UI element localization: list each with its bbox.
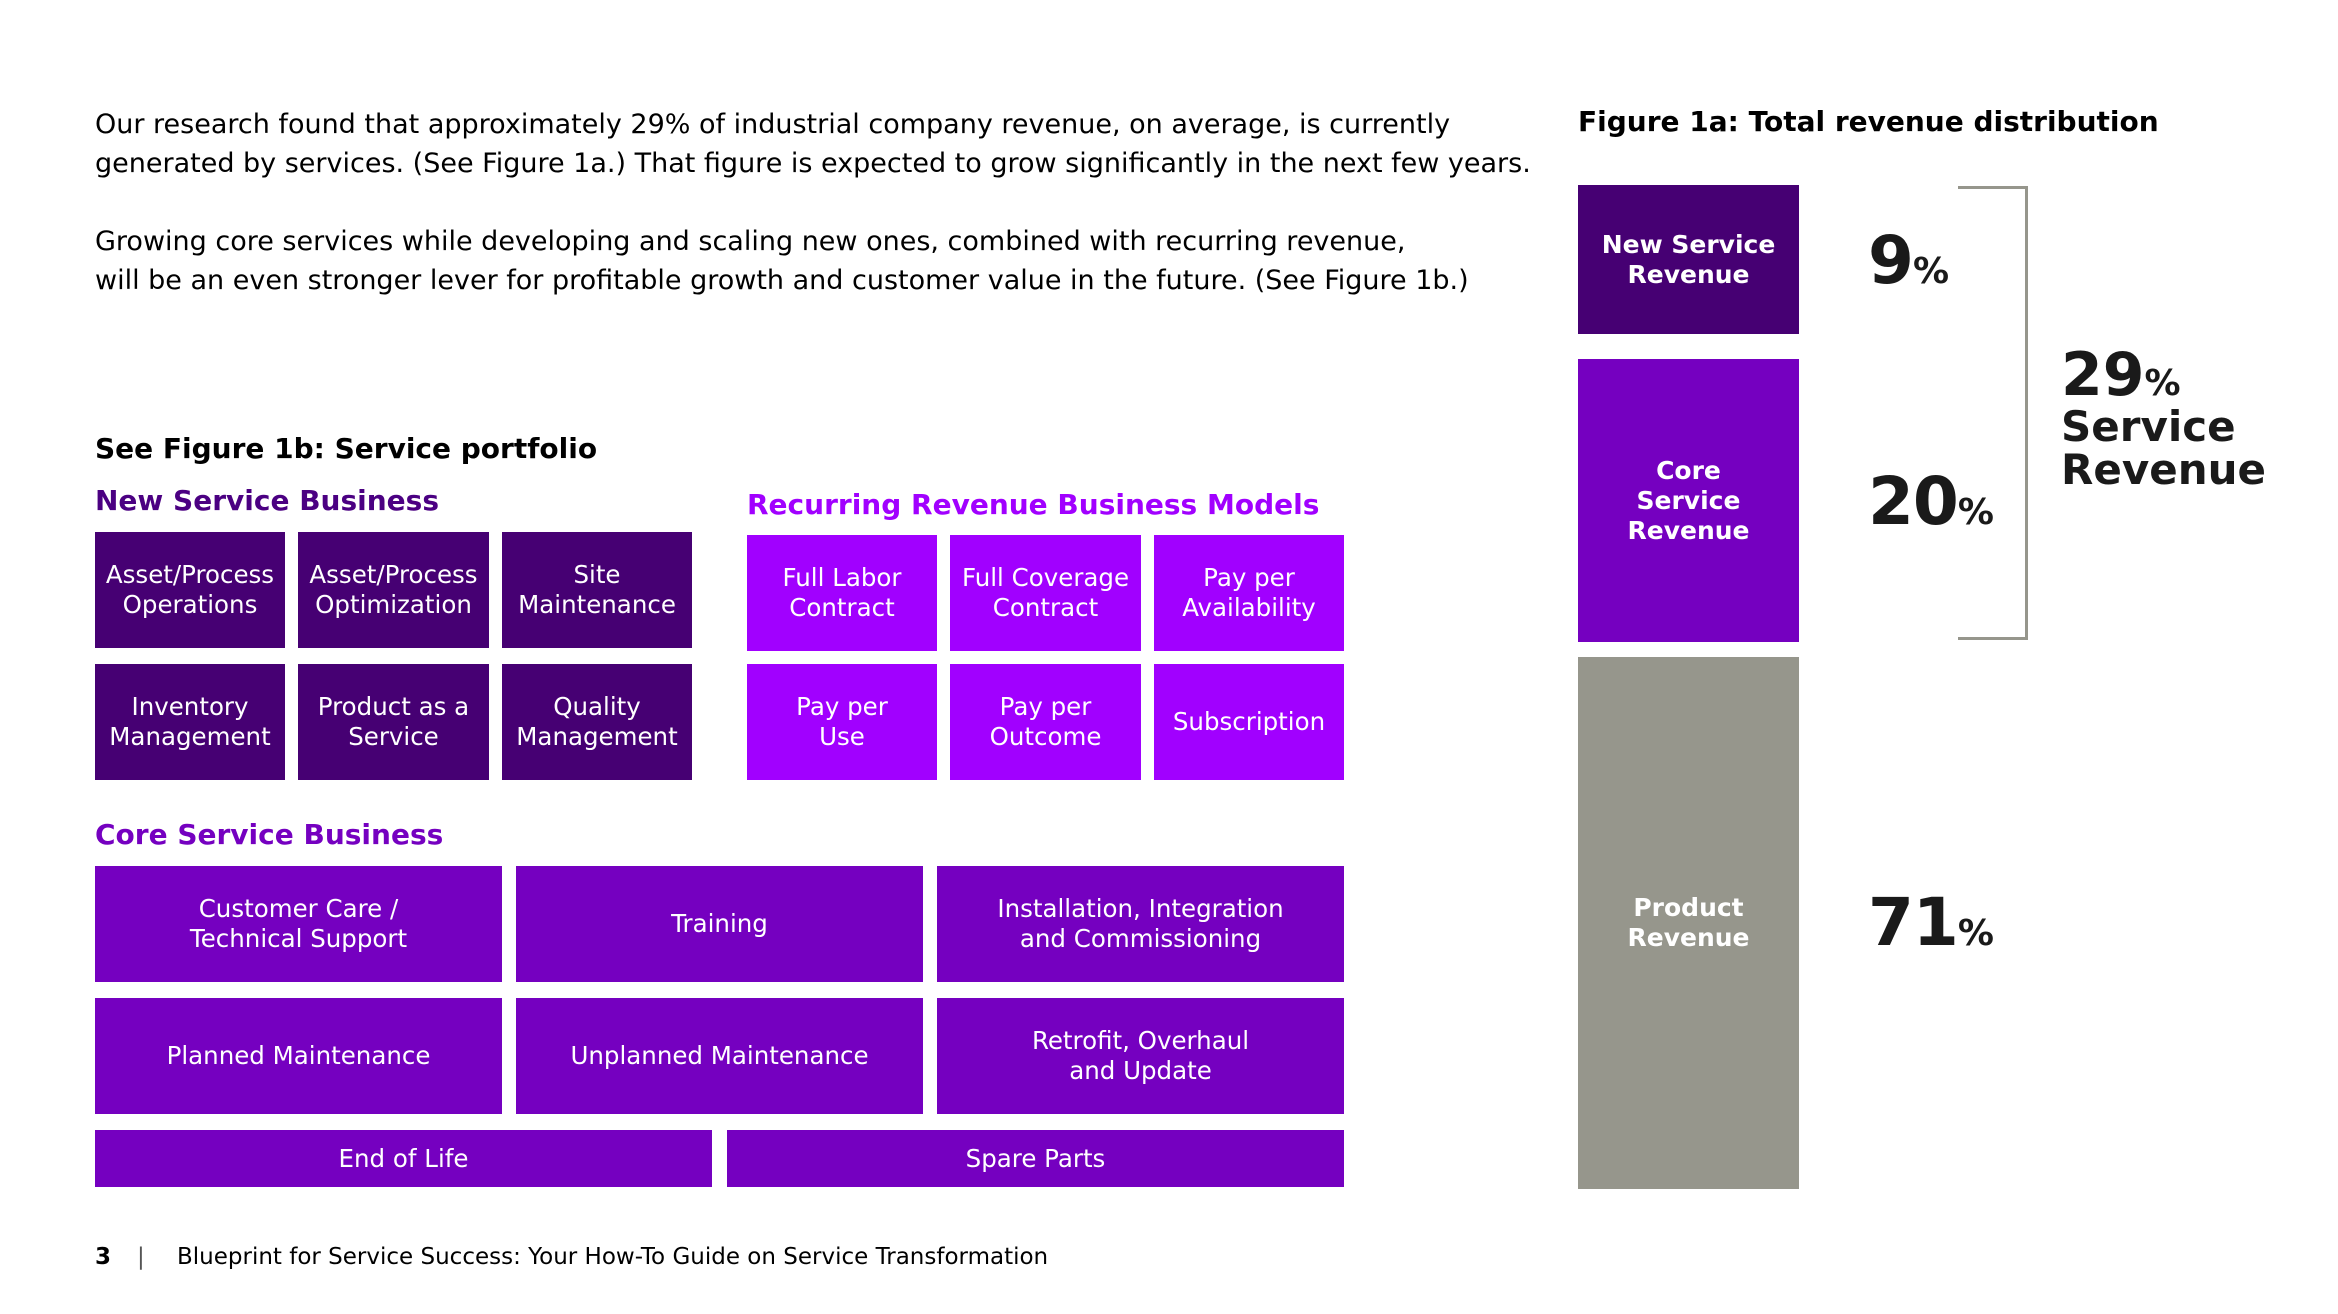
- tile-asset-process-operations: Asset/Process Operations: [95, 532, 285, 648]
- pct-core-service: 20%: [1868, 469, 1994, 535]
- service-revenue-pct-symbol: %: [2144, 363, 2181, 404]
- pct-new-service-symbol: %: [1912, 251, 1950, 292]
- intro-p2-line2: will be an even stronger lever for profi…: [95, 265, 1469, 296]
- bar-segment-new-service-revenue: New Service Revenue: [1578, 185, 1799, 334]
- tile-pay-per-outcome: Pay per Outcome: [950, 664, 1141, 780]
- figure-1b-title: See Figure 1b: Service portfolio: [95, 432, 598, 465]
- tile-inventory-management: Inventory Management: [95, 664, 285, 780]
- pct-new-service-value: 9: [1868, 222, 1914, 299]
- tile-unplanned-maintenance: Unplanned Maintenance: [516, 998, 923, 1114]
- pct-core-service-value: 20: [1868, 463, 1959, 540]
- intro-p1-line2: generated by services. (See Figure 1a.) …: [95, 148, 1531, 179]
- recurring-revenue-title: Recurring Revenue Business Models: [747, 488, 1320, 521]
- tile-quality-management: Quality Management: [502, 664, 692, 780]
- tile-end-of-life: End of Life: [95, 1130, 712, 1187]
- pct-product-symbol: %: [1957, 913, 1994, 954]
- footer-text: Blueprint for Service Success: Your How-…: [177, 1244, 1049, 1270]
- service-revenue-pct: 29%: [2061, 345, 2266, 405]
- tile-planned-maintenance: Planned Maintenance: [95, 998, 502, 1114]
- tile-training: Training: [516, 866, 923, 982]
- tile-full-coverage-contract: Full Coverage Contract: [950, 535, 1141, 651]
- tile-customer-care-technical-support: Customer Care / Technical Support: [95, 866, 502, 982]
- intro-paragraph-1: Our research found that approximately 29…: [95, 105, 1531, 183]
- new-service-business-title: New Service Business: [95, 484, 439, 517]
- pct-new-service: 9%: [1868, 228, 1949, 294]
- pct-product-value: 71: [1868, 884, 1959, 961]
- tile-full-labor-contract: Full Labor Contract: [747, 535, 937, 651]
- service-revenue-total: 29% Service Revenue: [2061, 345, 2266, 491]
- intro-paragraph-2: Growing core services while developing a…: [95, 222, 1469, 300]
- bar-segment-core-service-revenue: Core Service Revenue: [1578, 359, 1799, 642]
- tile-installation-integration-commissioning: Installation, Integration and Commission…: [937, 866, 1344, 982]
- service-revenue-pct-value: 29: [2061, 340, 2145, 410]
- pct-core-service-symbol: %: [1957, 492, 1994, 533]
- tile-asset-process-optimization: Asset/Process Optimization: [298, 532, 489, 648]
- tile-retrofit-overhaul-update: Retrofit, Overhaul and Update: [937, 998, 1344, 1114]
- intro-p1-line1: Our research found that approximately 29…: [95, 109, 1451, 140]
- intro-p2-line1: Growing core services while developing a…: [95, 226, 1406, 257]
- tile-pay-per-availability: Pay per Availability: [1154, 535, 1344, 651]
- tile-product-as-a-service: Product as a Service: [298, 664, 489, 780]
- service-revenue-bracket: [1958, 186, 2028, 640]
- tile-site-maintenance: Site Maintenance: [502, 532, 692, 648]
- tile-spare-parts: Spare Parts: [727, 1130, 1344, 1187]
- footer-separator: |: [137, 1244, 145, 1270]
- bar-segment-product-revenue: Product Revenue: [1578, 657, 1799, 1189]
- figure-1a-title: Figure 1a: Total revenue distribution: [1578, 105, 2159, 138]
- page-number: 3: [95, 1244, 112, 1270]
- tile-pay-per-use: Pay per Use: [747, 664, 937, 780]
- core-service-business-title: Core Service Business: [95, 818, 444, 851]
- tile-subscription: Subscription: [1154, 664, 1344, 780]
- service-revenue-label-line1: Service: [2061, 402, 2236, 451]
- pct-product: 71%: [1868, 890, 1994, 956]
- service-revenue-label-line2: Revenue: [2061, 445, 2266, 494]
